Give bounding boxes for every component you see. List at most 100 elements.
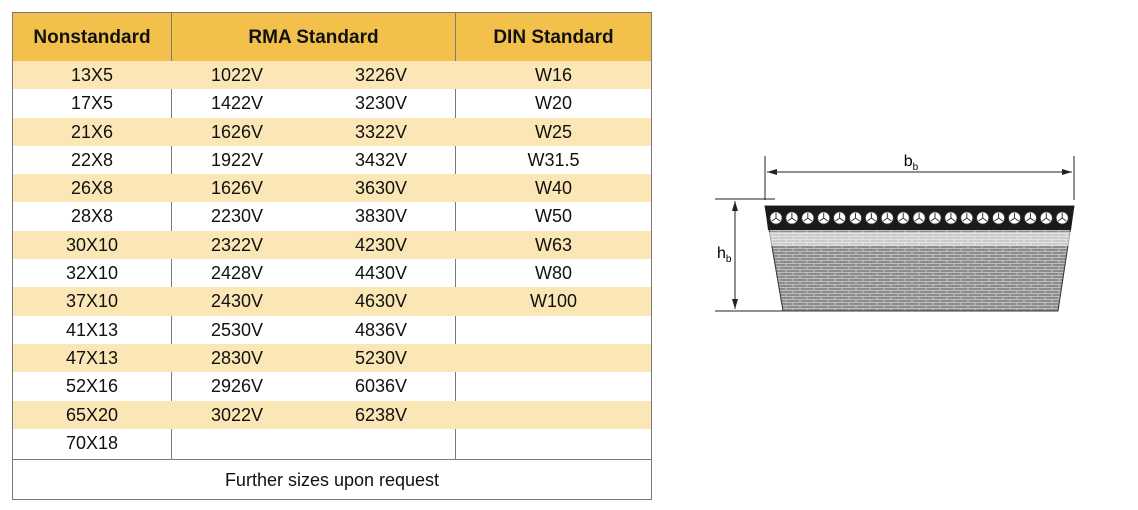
table-row: 52X16 2926V 6036V [13, 372, 651, 400]
rma-size-cell: 3322V [355, 121, 408, 142]
rma-size-cell: 1022V [211, 65, 264, 85]
rma-size-cell: 6036V [355, 376, 408, 397]
rma-size-cell: 2322V [211, 234, 264, 255]
cord-strand-icon [962, 213, 972, 222]
rma-size-cell: 2430V [211, 291, 264, 312]
rma-size-cell: 4630V [355, 291, 408, 312]
cord-strand-icon [978, 213, 987, 222]
cord-strand-icon [771, 213, 781, 222]
width-label: bb [904, 153, 919, 173]
nonstandard-size-cell: 37X10 [65, 291, 119, 312]
nonstandard-size-cell: 47X13 [65, 347, 119, 368]
din-size-cell [456, 429, 651, 457]
rma-size-cell: 4230V [355, 234, 408, 255]
cord-strand-icon [835, 213, 844, 222]
header-nonstandard: Nonstandard [33, 27, 151, 48]
header-din-standard: DIN Standard [493, 27, 614, 48]
cord-strand-icon [1026, 213, 1035, 222]
nonstandard-size-cell: 22X8 [70, 149, 114, 170]
din-size-cell: W20 [534, 93, 572, 114]
rma-size-cell: 3230V [355, 93, 408, 114]
rma-size-cell: 3630V [355, 178, 408, 199]
table-row: 70X18 [13, 429, 651, 457]
rma-size-cell: 2530V [211, 319, 264, 340]
belt-fabric-layer [767, 232, 1072, 246]
nonstandard-size-cell: 17X5 [70, 93, 114, 114]
din-size-cell: W16 [534, 65, 572, 85]
table-header: Nonstandard RMA Standard DIN Standard [13, 13, 651, 62]
din-size-cell: W63 [534, 234, 572, 255]
din-size-cell: W40 [534, 178, 572, 199]
table-row: 37X10 2430V 4630V W100 [13, 287, 651, 316]
rma-size-cell: 1626V [211, 178, 264, 199]
table-row: 17X5 1422V 3230V W20 [13, 89, 651, 117]
rma-size-cell: 3432V [355, 149, 408, 170]
rma-size-cell: 2428V [211, 263, 264, 284]
din-size-cell [456, 344, 651, 372]
din-size-cell: W25 [534, 121, 572, 142]
din-size-cell: W80 [534, 263, 572, 284]
header-rma-standard: RMA Standard [248, 27, 379, 48]
rma-size-cell: 2926V [211, 376, 264, 397]
table-footer-note: Further sizes upon request [13, 459, 651, 500]
rma-size-cell: 1922V [211, 149, 264, 170]
table-row: 65X20 3022V 6238V [13, 400, 651, 429]
cord-strand-icon [867, 213, 876, 222]
belt-size-table: Nonstandard RMA Standard DIN Standard 13… [12, 12, 652, 500]
table-row: 13X5 1022V 3226V W16 [13, 61, 651, 90]
nonstandard-size-cell: 30X10 [65, 234, 119, 255]
cord-strand-icon [1010, 213, 1019, 222]
height-label: hb [717, 245, 732, 265]
rma-size-cell: 2230V [211, 206, 264, 227]
cord-strand-icon [930, 213, 940, 222]
din-size-cell: W31.5 [527, 149, 580, 170]
rma-size-cell: 6238V [355, 404, 408, 425]
table-row: 41X13 2530V 4836V [13, 316, 651, 344]
cord-strand-icon [1057, 213, 1067, 222]
rma-size-cell: 3226V [355, 65, 408, 85]
table-row: 32X10 2428V 4430V W80 [13, 259, 651, 287]
table-row: 21X6 1626V 3322V W25 [13, 117, 651, 146]
rma-size-cell: 1626V [211, 121, 264, 142]
din-size-cell: W100 [529, 291, 578, 312]
din-size-cell [456, 372, 651, 400]
cord-strand-icon [994, 213, 1003, 222]
cord-strand-icon [819, 213, 828, 222]
rma-size-cell: 3830V [355, 206, 408, 227]
table-body: 13X5 1022V 3226V W16 17X5 1422V 3230V W20 21X6 16… [13, 61, 651, 457]
table-row: 26X8 1626V 3630V W40 [13, 174, 651, 203]
arrowhead-left-icon [767, 169, 777, 175]
nonstandard-size-cell: 26X8 [70, 178, 114, 199]
rma-size-cell: 4836V [355, 319, 408, 340]
nonstandard-size-cell: 32X10 [65, 263, 119, 284]
arrowhead-down-icon [732, 299, 738, 309]
tension-cords [769, 211, 1069, 225]
rma-size-cell: 4430V [355, 263, 408, 284]
din-size-cell [456, 401, 651, 429]
arrowhead-right-icon [1062, 169, 1072, 175]
nonstandard-size-cell: 52X16 [65, 376, 119, 397]
nonstandard-size-cell: 13X5 [70, 65, 114, 85]
arrowhead-up-icon [732, 201, 738, 211]
cord-strand-icon [946, 213, 956, 222]
nonstandard-size-cell: 41X13 [65, 319, 119, 340]
din-size-cell: W50 [534, 206, 572, 227]
cord-strand-icon [851, 213, 860, 222]
table-row: 22X8 1922V 3432V W31.5 [13, 146, 651, 174]
cord-strand-icon [1042, 213, 1051, 222]
cord-strand-icon [787, 213, 797, 222]
rma-size-cell: 2830V [211, 347, 264, 368]
table-row: 28X8 2230V 3830V W50 [13, 202, 651, 230]
nonstandard-size-cell: 65X20 [65, 404, 119, 425]
nonstandard-size-cell: 70X18 [65, 432, 119, 453]
nonstandard-size-cell: 28X8 [70, 206, 114, 227]
cord-strand-icon [803, 213, 813, 222]
rma-size-cell: 3022V [211, 404, 264, 425]
cord-strand-icon [914, 213, 924, 222]
din-size-cell [456, 316, 651, 344]
belt-cross-section-diagram: bb hb [715, 153, 1075, 312]
nonstandard-size-cell: 21X6 [70, 121, 114, 142]
rma-size-cell: 1422V [211, 93, 264, 114]
table-row: 30X10 2322V 4230V W63 [13, 230, 651, 260]
